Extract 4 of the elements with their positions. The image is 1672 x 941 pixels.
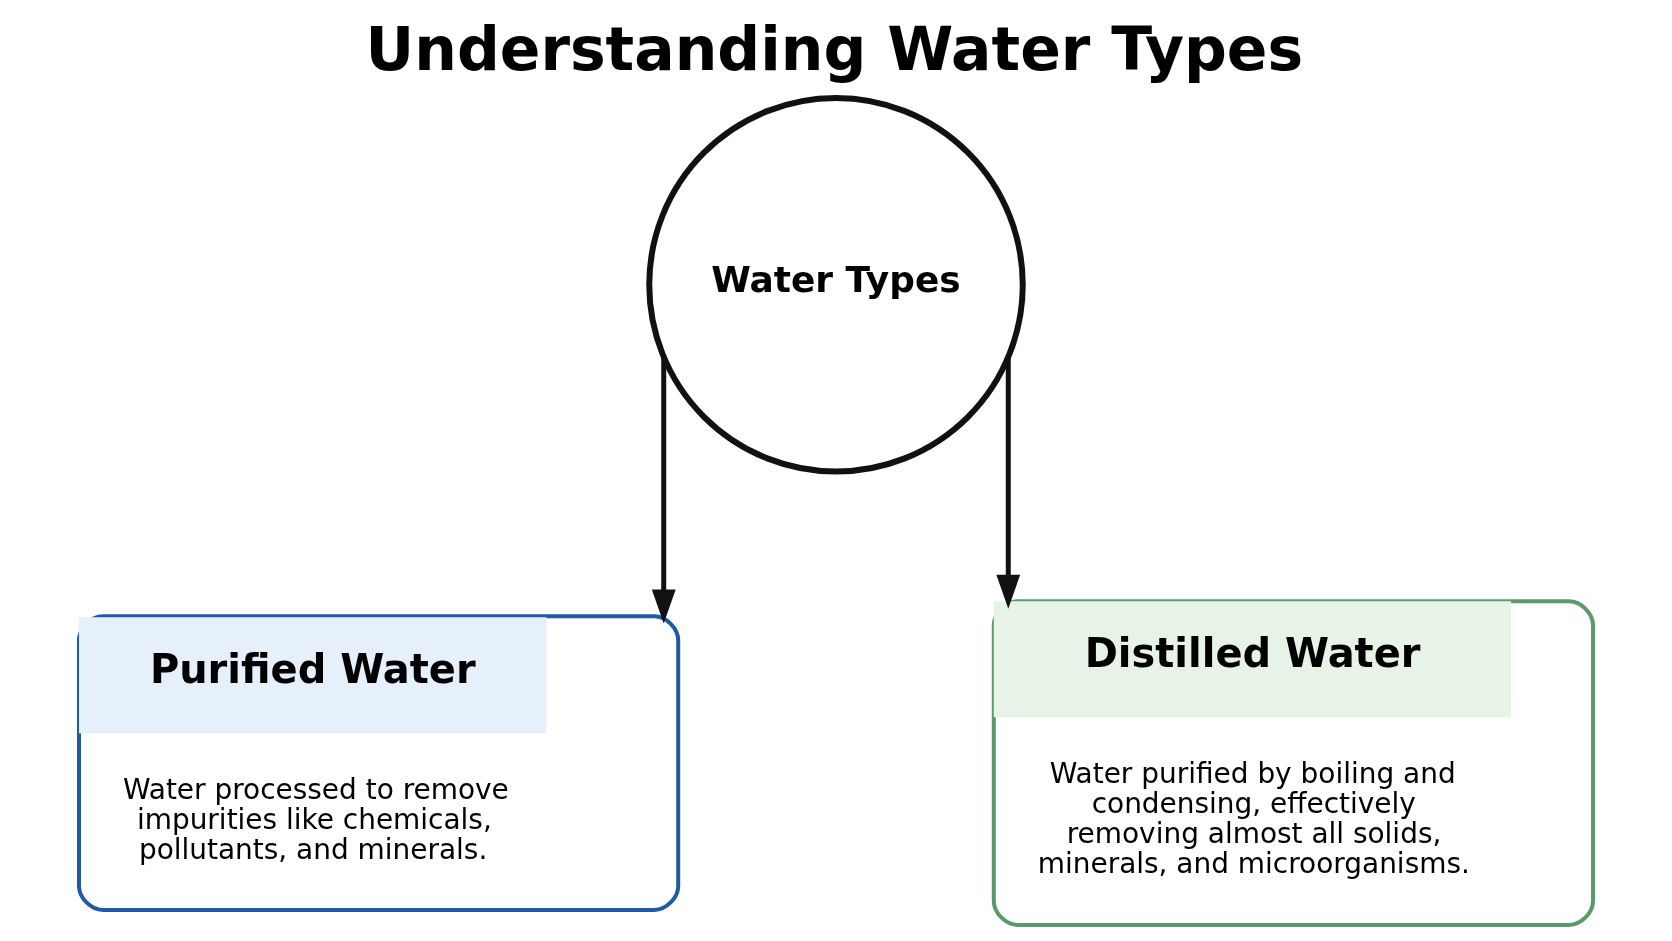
arrow [996, 356, 1021, 609]
node-circle: Water Types [646, 95, 1026, 475]
diagram-title: Understanding Water Types [365, 14, 1304, 85]
arrow [651, 356, 676, 624]
